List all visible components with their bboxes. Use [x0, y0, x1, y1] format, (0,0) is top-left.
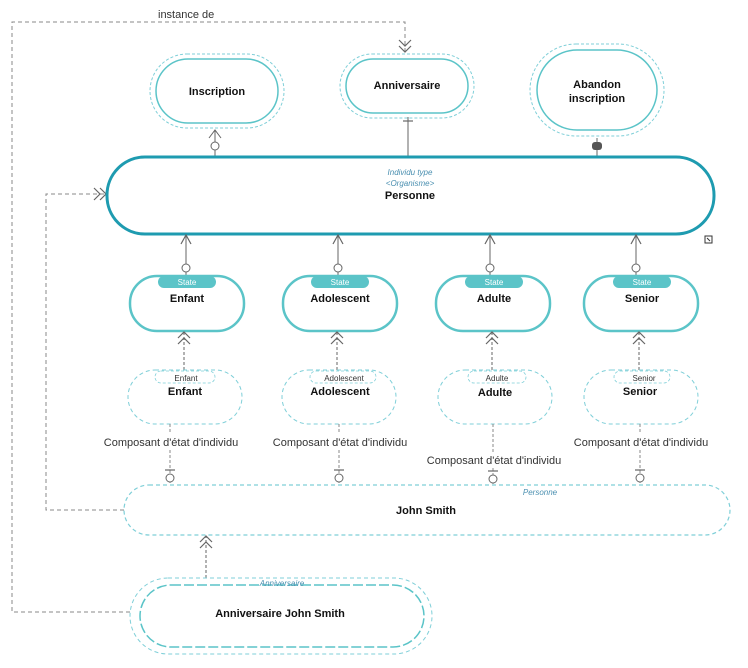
state-adulte[interactable]: State Adulte — [434, 274, 552, 333]
state-badge — [158, 276, 216, 288]
state-senior-label: Senior — [625, 293, 660, 305]
component-adulte[interactable]: Adulte Adulte — [437, 369, 553, 425]
state-adulte-label: Adulte — [477, 293, 511, 305]
anniversaire-john-smith-tag: Anniversaire — [259, 579, 305, 588]
state-to-personne-connectors — [180, 233, 642, 276]
john-to-personne-connector — [45, 187, 124, 511]
instance-de-connector: instance de — [11, 9, 412, 613]
john-smith-instance[interactable]: Personne John Smith — [123, 484, 731, 536]
state-badge — [311, 276, 369, 288]
component-to-john-connectors — [165, 424, 645, 484]
personne-stereotype-1: Individu type — [388, 168, 433, 177]
anniversaire-john-smith-name: Anniversaire John Smith — [215, 608, 345, 620]
state-badge-label: State — [178, 278, 197, 287]
component-enfant-name: Enfant — [168, 386, 203, 398]
component-senior-name: Senior — [623, 386, 658, 398]
instance-de-label: instance de — [158, 9, 214, 21]
personne-entity[interactable]: Individu type <Organisme> Personne — [105, 155, 716, 236]
state-adolescent-label: Adolescent — [310, 293, 370, 305]
component-enfant[interactable]: Enfant Enfant — [127, 369, 243, 425]
composant-label-adulte: Composant d'état d'individu — [427, 455, 561, 467]
state-senior[interactable]: State Senior — [582, 274, 700, 333]
state-badge — [465, 276, 523, 288]
event-inscription-label: Inscription — [189, 86, 246, 98]
component-adolescent[interactable]: Adolescent Adolescent — [281, 369, 397, 425]
composant-label-adolescent: Composant d'état d'individu — [273, 437, 407, 449]
composant-label-senior: Composant d'état d'individu — [574, 437, 708, 449]
state-adolescent[interactable]: State Adolescent — [281, 274, 399, 333]
event-connectors — [208, 117, 602, 156]
composant-label-enfant: Composant d'état d'individu — [104, 437, 238, 449]
state-enfant-label: Enfant — [170, 293, 205, 305]
component-senior[interactable]: Senior Senior — [583, 369, 699, 425]
personne-stereotype-2: <Organisme> — [386, 179, 435, 188]
expand-icon[interactable] — [704, 235, 713, 244]
state-enfant[interactable]: State Enfant — [128, 274, 246, 333]
state-badge-label: State — [485, 278, 504, 287]
component-adulte-name: Adulte — [478, 387, 512, 399]
component-senior-tag: Senior — [632, 374, 655, 383]
john-smith-tag: Personne — [523, 488, 558, 497]
event-abandon-label-1: Abandon — [573, 79, 621, 91]
state-badge — [613, 276, 671, 288]
component-enfant-tag: Enfant — [174, 374, 198, 383]
event-anniversaire-label: Anniversaire — [374, 80, 441, 92]
component-to-state-connectors — [177, 331, 646, 370]
state-badge-label: State — [331, 278, 350, 287]
event-anniversaire[interactable]: Anniversaire — [339, 53, 475, 119]
personne-name: Personne — [385, 190, 435, 202]
event-inscription[interactable]: Inscription — [149, 53, 285, 129]
component-adolescent-name: Adolescent — [310, 386, 370, 398]
component-adolescent-tag: Adolescent — [324, 374, 364, 383]
component-adulte-tag: Adulte — [486, 374, 509, 383]
event-abandon-inscription[interactable]: Abandon inscription — [529, 43, 665, 137]
john-smith-name: John Smith — [396, 505, 456, 517]
event-abandon-label-2: inscription — [569, 93, 626, 105]
anniversaire-john-smith[interactable]: Anniversaire Anniversaire John Smith — [129, 577, 433, 655]
state-badge-label: State — [633, 278, 652, 287]
